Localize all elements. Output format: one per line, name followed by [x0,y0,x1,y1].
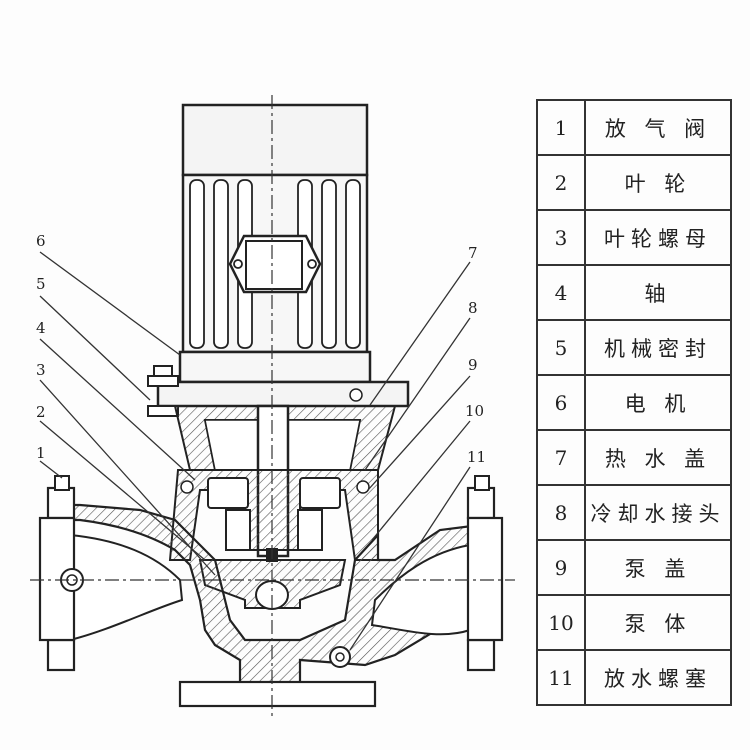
callout-8: 8 [468,299,478,317]
part-name: 热 水 盖 [584,429,732,486]
mechanical-seal [207,477,341,551]
callout-5: 5 [36,275,46,293]
part-number: 4 [536,264,586,321]
callout-6: 6 [36,232,46,250]
motor-cap [181,103,369,177]
part-name: 泵 体 [584,594,732,651]
part-name: 叶轮螺母 [584,209,732,266]
part-number: 10 [536,594,586,651]
terminal-box [228,234,322,294]
part-name: 放 气 阀 [584,99,732,156]
part-name: 电 机 [584,374,732,431]
part-number: 7 [536,429,586,486]
part-name: 轴 [584,264,732,321]
center-lines [30,95,515,720]
callout-10: 10 [465,402,484,420]
base-foot [178,680,377,708]
pump-body [48,493,492,702]
part-name: 放水螺塞 [584,649,732,706]
flange-bolt [147,365,179,417]
part-number: 5 [536,319,586,376]
callout-11: 11 [467,448,486,466]
part-number: 9 [536,539,586,596]
motor-flange [156,380,410,408]
part-number: 6 [536,374,586,431]
callout-2: 2 [36,403,46,421]
part-number: 2 [536,154,586,211]
callout-labels: 1 2 3 4 5 6 7 8 9 10 11 [36,232,486,466]
part-number: 1 [536,99,586,156]
motor-fins [189,179,361,349]
part-name: 冷却水接头 [584,484,732,541]
part-name: 叶 轮 [584,154,732,211]
callout-1: 1 [36,444,46,462]
callout-7: 7 [468,244,478,262]
callout-4: 4 [36,319,46,337]
callout-9: 9 [468,356,478,374]
leader-lines [39,251,471,651]
air-valve [54,475,490,491]
part-name: 泵 盖 [584,539,732,596]
part-name: 机械密封 [584,319,732,376]
part-number: 3 [536,209,586,266]
outlet-flange [466,486,504,672]
part-number: 8 [536,484,586,541]
motor-base [178,350,372,384]
callout-3: 3 [36,361,46,379]
part-number: 11 [536,649,586,706]
